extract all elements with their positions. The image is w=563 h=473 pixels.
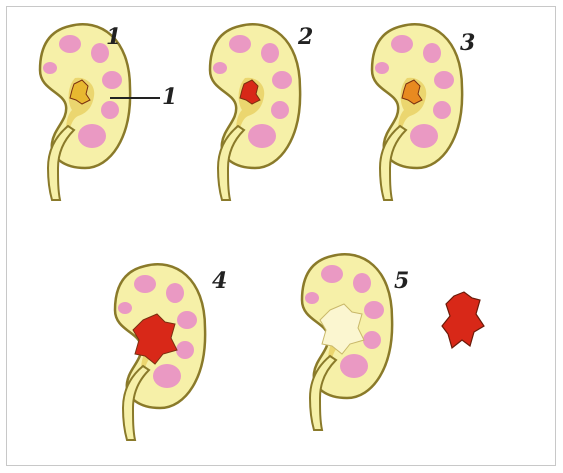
- kidney-stage-2: [200, 18, 310, 203]
- calyx: [364, 301, 384, 319]
- calyx: [433, 101, 451, 119]
- stage-1-number: 1: [106, 24, 121, 50]
- kidney-drawing: [105, 258, 215, 443]
- calyx: [272, 71, 292, 89]
- pointer-label: 1: [162, 84, 177, 110]
- calyx: [248, 124, 276, 148]
- kidney-drawing: [30, 18, 140, 203]
- calyx: [101, 101, 119, 119]
- stage-5-number: 5: [394, 268, 409, 294]
- calyx: [166, 283, 184, 303]
- kidney-stage-1: [30, 18, 140, 203]
- calyx: [261, 43, 279, 63]
- kidney-stage-3: [362, 18, 472, 203]
- calyx: [391, 35, 413, 53]
- extracted-stone-drawing: [440, 290, 490, 355]
- kidney-stage-5: [292, 248, 402, 433]
- calyx: [363, 331, 381, 349]
- staghorn-stone: [442, 292, 484, 348]
- calyx: [305, 292, 319, 304]
- extracted-stone: [440, 290, 490, 355]
- calyx: [340, 354, 368, 378]
- kidney-drawing: [200, 18, 310, 203]
- calyx: [410, 124, 438, 148]
- calyx: [118, 302, 132, 314]
- stage-3-number: 3: [460, 30, 475, 56]
- calyx: [177, 311, 197, 329]
- calyx: [423, 43, 441, 63]
- calyx: [59, 35, 81, 53]
- stage-4-number: 4: [212, 268, 227, 294]
- calyx: [102, 71, 122, 89]
- calyx: [375, 62, 389, 74]
- calyx: [78, 124, 106, 148]
- calyx: [229, 35, 251, 53]
- kidney-stage-4: [105, 258, 215, 443]
- stage-2-number: 2: [298, 24, 313, 50]
- kidney-drawing: [362, 18, 472, 203]
- calyx: [434, 71, 454, 89]
- calyx: [43, 62, 57, 74]
- kidney-drawing: [292, 248, 402, 433]
- calyx: [213, 62, 227, 74]
- calyx: [176, 341, 194, 359]
- calyx: [321, 265, 343, 283]
- calyx: [271, 101, 289, 119]
- calyx: [353, 273, 371, 293]
- calyx: [134, 275, 156, 293]
- calyx: [153, 364, 181, 388]
